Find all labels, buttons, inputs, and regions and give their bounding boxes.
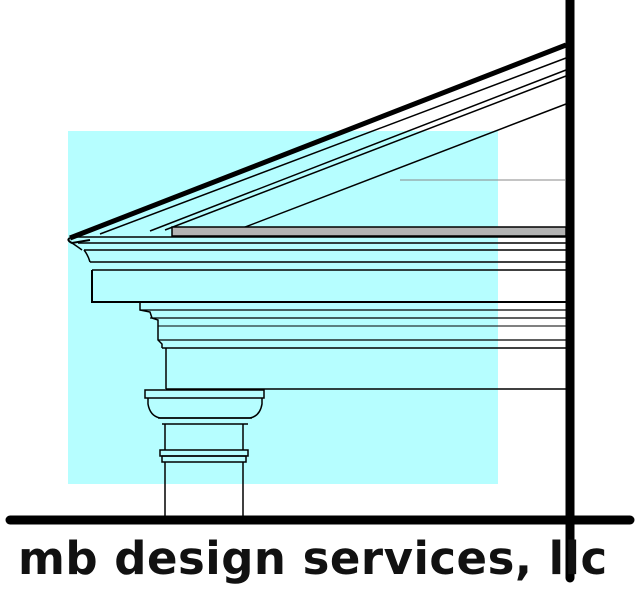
column	[144, 389, 265, 518]
entablature	[71, 236, 566, 390]
cornice-band	[171, 226, 567, 237]
pediment	[67, 42, 567, 245]
company-name: mb design services, llc	[18, 532, 608, 585]
